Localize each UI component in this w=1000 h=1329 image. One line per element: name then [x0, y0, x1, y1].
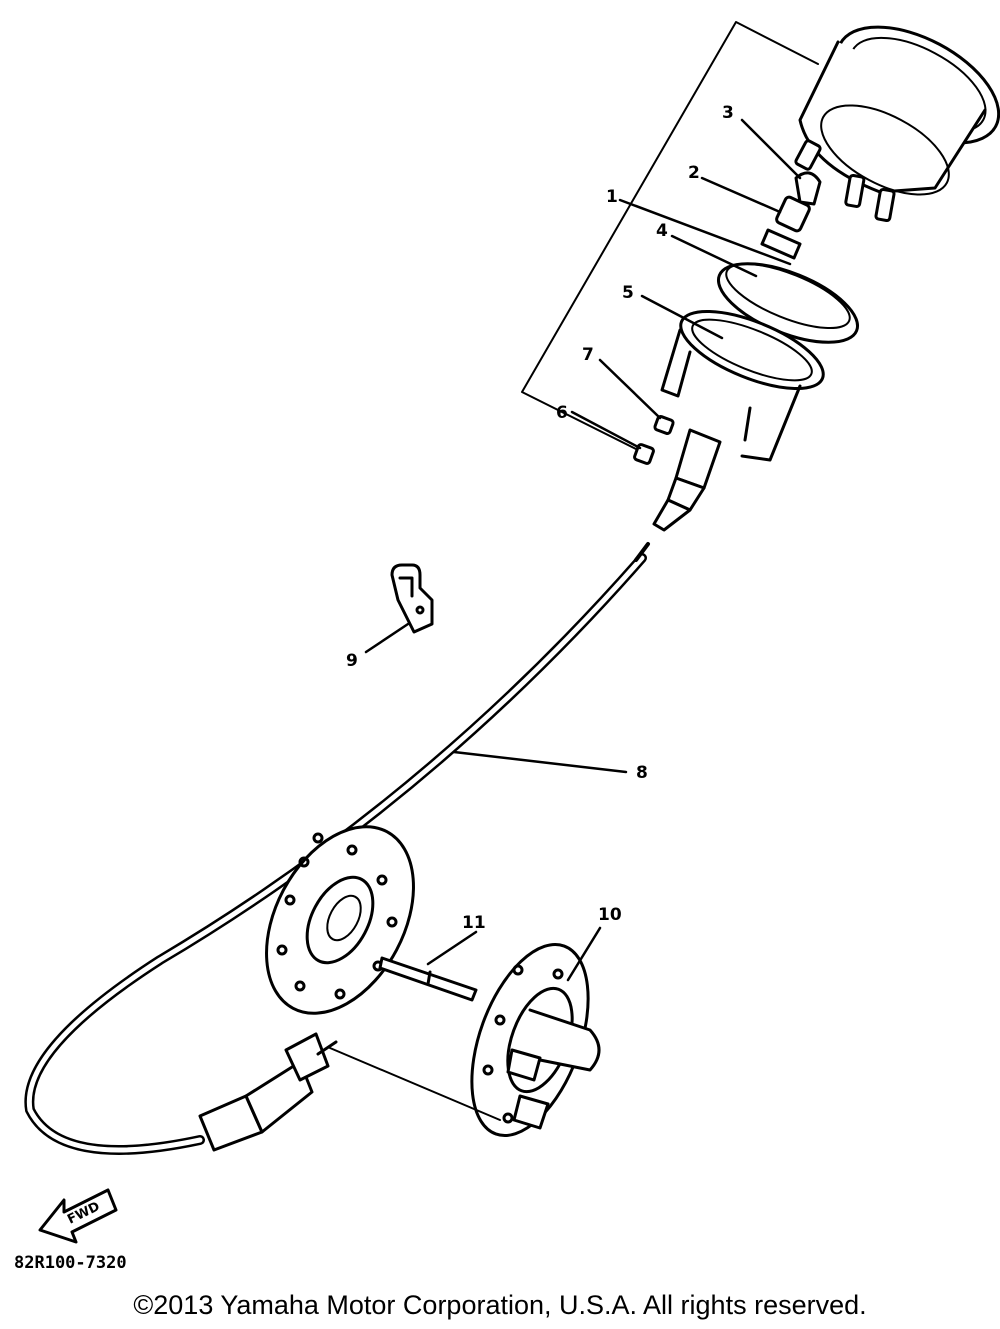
callout-8: 8 — [636, 763, 648, 783]
callout-1: 1 — [606, 187, 618, 207]
callout-5: 5 — [622, 283, 634, 303]
cable-clamp — [390, 563, 434, 634]
meter-case — [660, 309, 825, 462]
callout-7: 7 — [582, 345, 594, 365]
leader-lines — [364, 118, 802, 982]
brake-disc — [265, 825, 415, 1015]
speedometer-cable — [24, 542, 650, 1155]
diagram-code: 82R100-7320 — [14, 1253, 127, 1273]
drive-shaft — [378, 956, 478, 1002]
bulb-and-socket — [760, 171, 822, 260]
callout-2: 2 — [688, 163, 700, 183]
callout-10: 10 — [598, 905, 622, 925]
cable-lower-fitting — [198, 1032, 338, 1152]
forward-arrow-icon: FWD — [38, 1188, 118, 1244]
nuts — [633, 415, 675, 465]
connection-line — [329, 1047, 501, 1121]
assembly-bracket — [521, 21, 819, 451]
callout-3: 3 — [722, 103, 734, 123]
callout-4: 4 — [656, 221, 668, 241]
copyright-notice: ©2013 Yamaha Motor Corporation, U.S.A. A… — [133, 1290, 867, 1320]
callout-6: 6 — [556, 403, 568, 423]
callout-9: 9 — [346, 651, 358, 671]
cable-upper-fitting — [652, 428, 722, 532]
callout-11: 11 — [462, 913, 486, 933]
speedometer-meter — [794, 25, 1000, 223]
speedometer-gear-unit — [470, 942, 601, 1138]
